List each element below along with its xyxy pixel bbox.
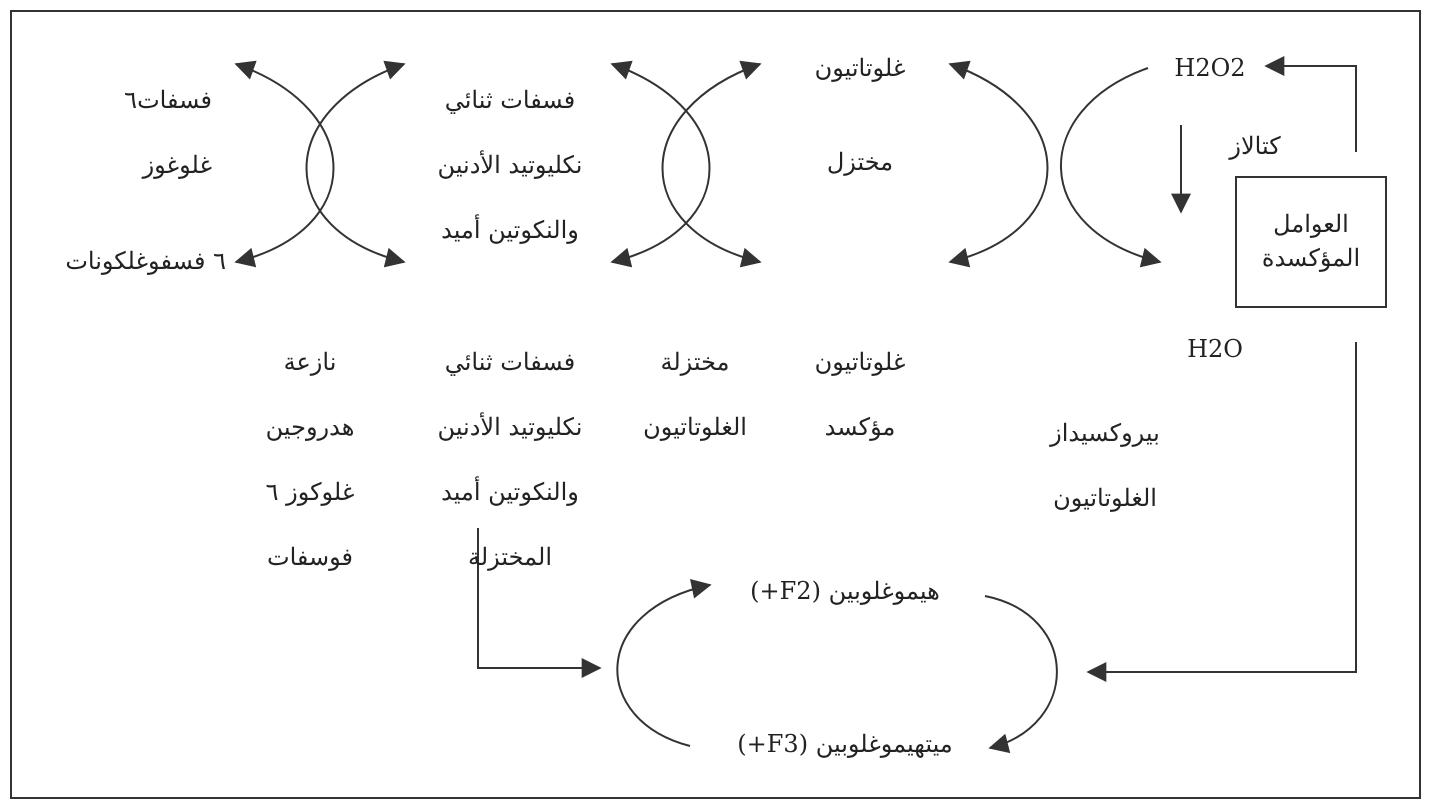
gpx-curve-h2o2 xyxy=(1060,67,1162,268)
g6pd-curve-right xyxy=(305,60,406,268)
nadph-to-hb-arrow xyxy=(477,528,602,678)
nadph-label: فسفات ثنائي نكليوتيد الأدنين والنكوتين أ… xyxy=(400,314,620,606)
g6pd-curve-left xyxy=(234,60,335,268)
oxidants-label-line1: العوامل xyxy=(1273,210,1349,239)
g6pd-label-line3: غلوكوز ٦ xyxy=(265,477,355,506)
nadp-label: فسفات ثنائي نكليوتيد الأدنين والنكوتين أ… xyxy=(400,52,620,279)
oxidants-label-line2: المؤكسدة xyxy=(1261,244,1361,272)
nadph-label-line3: والنكوتين أميد xyxy=(441,477,579,506)
oxidants-box: العوامل المؤكسدة xyxy=(1235,176,1387,308)
gr-curve-left xyxy=(610,60,711,268)
g6pd-label: نازعة هدروجين غلوكوز ٦ فوسفات xyxy=(240,314,380,606)
nadph-label-line4: المختزلة xyxy=(467,542,552,571)
oxidants-to-h2o2-arrow xyxy=(1264,56,1357,152)
gr-label-line2: الغلوتاتيون xyxy=(643,413,747,442)
nadp-label-line2: نكليوتيد الأدنين xyxy=(437,151,583,180)
g6p-label-line1: فسفات٦ xyxy=(124,86,212,115)
gpx-label: بيروكسيداز الغلوتاتيون xyxy=(1020,385,1190,547)
gssg-label: غلوتاتيون مؤكسد xyxy=(770,314,950,476)
hb-cycle-right xyxy=(984,595,1058,754)
g6p-label: فسفات٦ غلوغوز xyxy=(90,52,212,214)
diagram-frame xyxy=(10,10,1421,799)
gr-curve-right xyxy=(661,60,762,268)
gr-label-line1: مختزلة xyxy=(660,348,730,377)
g6pd-label-line2: هدروجين xyxy=(265,413,355,442)
hb-label: هيموغلوبين (F2+) xyxy=(750,577,940,605)
gpx-curve-gsh xyxy=(948,60,1049,268)
nadp-label-line3: والنكوتين أميد xyxy=(441,215,579,244)
oxidants-to-hb-arrow xyxy=(1086,342,1357,682)
gr-label: مختزلة الغلوتاتيون xyxy=(610,314,780,476)
gssg-label-line1: غلوتاتيون xyxy=(814,348,906,377)
reduced-label: مختزل xyxy=(826,148,894,176)
nadph-label-line2: نكليوتيد الأدنين xyxy=(437,413,583,442)
g6pd-label-line1: نازعة xyxy=(283,348,337,377)
hb-cycle-left xyxy=(616,578,712,747)
g6pd-label-line4: فوسفات xyxy=(266,542,354,571)
methb-label: ميتهيموغلوبين (F3+) xyxy=(737,730,953,758)
glutathione-label: غلوتاتيون xyxy=(814,54,906,82)
6pg-label: ٦ فسفوغلكونات xyxy=(65,247,226,275)
g6p-label-line2: غلوغوز xyxy=(142,151,212,180)
nadph-label-line1: فسفات ثنائي xyxy=(444,348,576,377)
gpx-label-line1: بيروكسيداز xyxy=(1050,419,1160,448)
nadp-label-line1: فسفات ثنائي xyxy=(444,86,576,115)
h2o-label: H2O xyxy=(1187,335,1243,363)
catalase-label: كتالاز xyxy=(1229,132,1281,160)
gssg-label-line2: مؤكسد xyxy=(824,413,896,442)
gpx-label-line2: الغلوتاتيون xyxy=(1053,484,1157,513)
h2o2-label: H2O2 xyxy=(1174,54,1246,82)
